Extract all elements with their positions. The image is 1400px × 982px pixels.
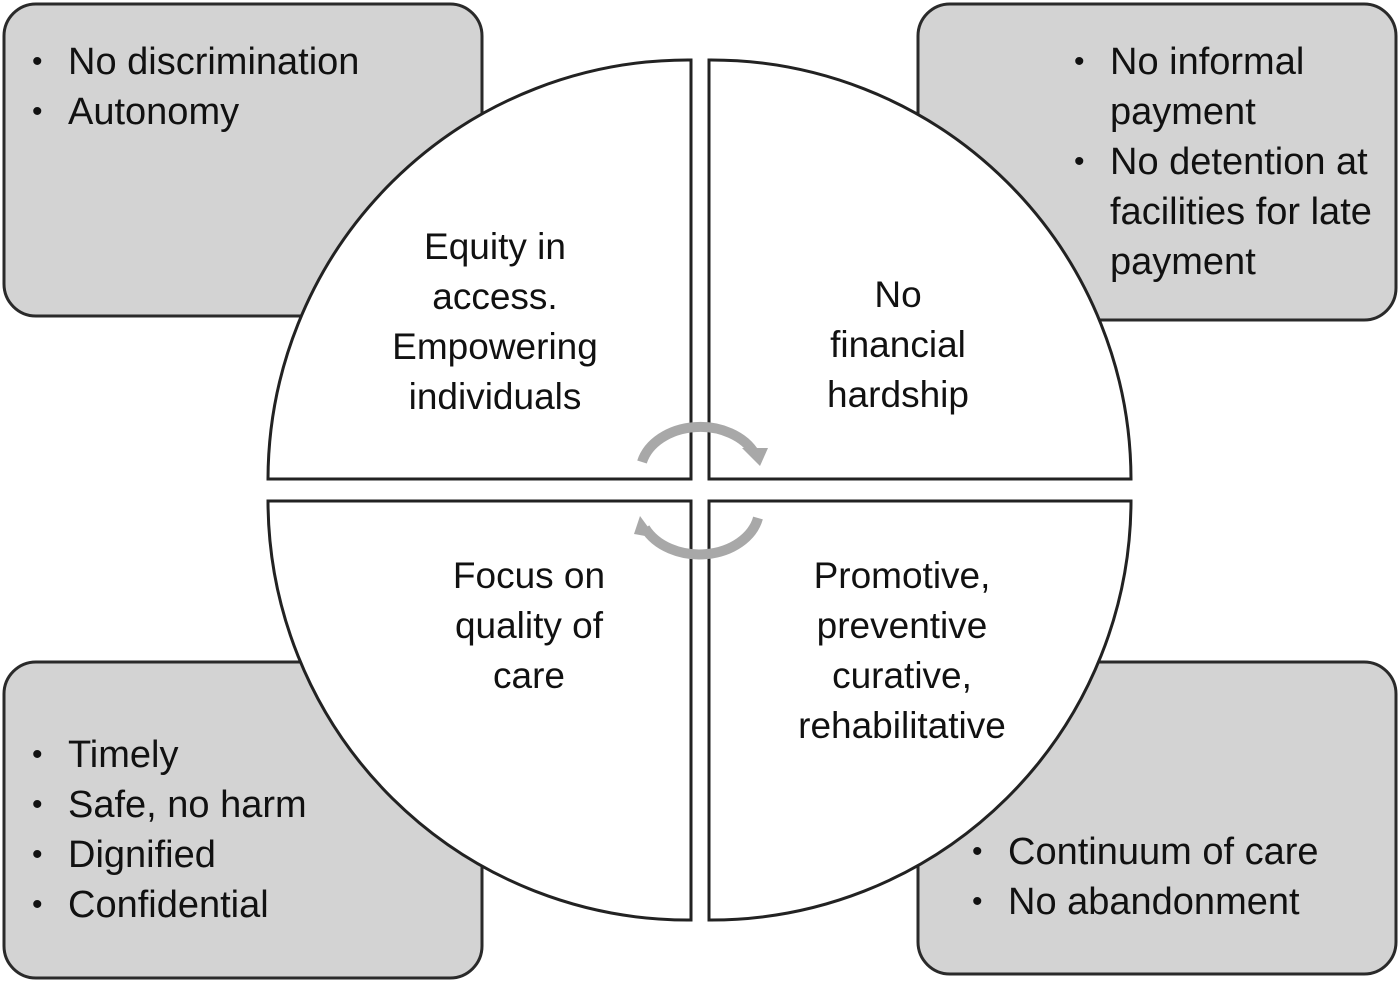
quadrant-label-line: Empowering (392, 326, 598, 367)
list-item: Confidential (30, 880, 470, 930)
list-item: No abandonment (970, 877, 1390, 927)
quadrant-label-line: quality of (454, 605, 604, 646)
box-list-top-left: No discrimination Autonomy (30, 37, 470, 137)
quadrant-label-line: access. (432, 276, 558, 317)
list-item: Safe, no harm (30, 780, 470, 830)
list-item: Continuum of care (970, 827, 1390, 877)
quadrant-label-line: care (493, 655, 565, 696)
cycle-arrows-icon (634, 421, 768, 560)
list-item: No detention at facilities for late paym… (1072, 137, 1382, 287)
list-item: Dignified (30, 830, 470, 880)
quadrant-label-top-left: Equity in access. Empowering individuals (370, 222, 620, 422)
list-item: No discrimination (30, 37, 470, 87)
quadrant-label-line: Promotive, (813, 555, 991, 596)
quadrant-label-line: Focus on (452, 555, 606, 596)
quadrant-label-line: preventive (816, 605, 988, 646)
list-item: Autonomy (30, 87, 470, 137)
quadrant-bottom-right (707, 499, 1133, 922)
quadrant-label-line: rehabilitative (798, 705, 1006, 746)
quadrant-label-line: curative, (832, 655, 972, 696)
quadrant-label-top-right: No financial hardship (773, 270, 1023, 420)
quadrant-label-bottom-left: Focus on quality of care (404, 551, 654, 701)
list-item: No informal payment (1072, 37, 1382, 137)
box-list-bottom-left: Timely Safe, no harm Dignified Confident… (30, 730, 470, 930)
box-list-top-right: No informal payment No detention at faci… (1072, 37, 1382, 287)
quadrant-label-line: individuals (408, 376, 582, 417)
quadrant-top-right (707, 58, 1133, 481)
quadrant-label-line: Equity in (424, 226, 566, 267)
quadrant-label-line: financial (830, 324, 966, 365)
quadrant-label-line: No (874, 274, 922, 315)
box-list-bottom-right: Continuum of care No abandonment (970, 827, 1390, 927)
quadrant-top-left (266, 58, 693, 481)
list-item: Timely (30, 730, 470, 780)
quadrant-label-line: hardship (827, 374, 969, 415)
quadrant-label-bottom-right: Promotive, preventive curative, rehabili… (762, 551, 1042, 751)
